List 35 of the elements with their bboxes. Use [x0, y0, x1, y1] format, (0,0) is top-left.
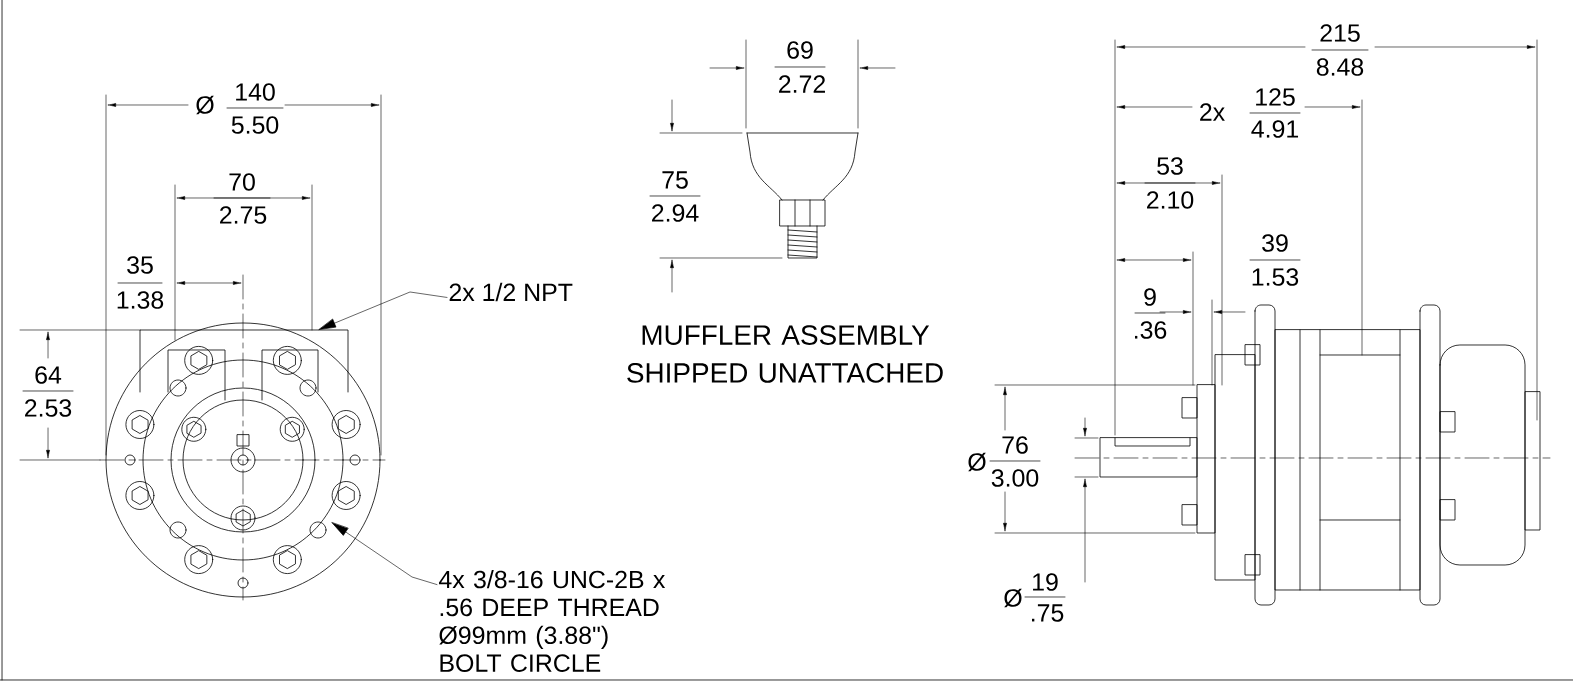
dimension-value: 64	[35, 366, 62, 384]
callout-text: 4x 3/8-16 UNC-2B x .56 DEEP THREAD Ø99mm (3.88") BOLT CIRCLE	[439, 570, 666, 672]
dimension-value: 69	[787, 41, 813, 59]
dimension-value: 35	[127, 256, 153, 274]
dimension-value: 1.53	[1252, 268, 1299, 286]
dimension-value: 125	[1256, 88, 1295, 106]
dimension-value: Ø	[196, 95, 214, 115]
dimension-value: 53	[1157, 157, 1183, 175]
dimension-value: 70	[229, 173, 255, 191]
note-text: MUFFLER ASSEMBLY SHIPPED UNATTACHED	[627, 325, 943, 383]
dimension-value: 2.53	[25, 399, 72, 417]
dimension-value: 2x	[1200, 103, 1225, 121]
dimension-value: 19	[1033, 573, 1058, 591]
dimension-value: 2.75	[220, 206, 267, 224]
leader-line	[318, 291, 448, 330]
dimension-value: 3.00	[991, 469, 1039, 487]
callout-text: 2x 1/2 NPT	[449, 282, 573, 302]
dimension-value: Ø	[1004, 588, 1022, 608]
dimension-value: 76	[1002, 436, 1028, 454]
dimension-value: 2.72	[779, 75, 825, 93]
dimension-value: 8.48	[1316, 58, 1364, 76]
dimension-value: 140	[236, 83, 275, 101]
dimension-value: 4.91	[1251, 120, 1299, 138]
dimension-value: 1.38	[117, 291, 164, 309]
dimension-value: 39	[1262, 234, 1288, 252]
dimension-value: 215	[1320, 24, 1360, 42]
dimension-value: Ø	[968, 452, 986, 472]
dimension-value: 2.94	[652, 204, 699, 222]
dimension-value: .36	[1135, 321, 1167, 339]
dimension-value: 2.10	[1147, 191, 1194, 209]
dimension-value: .75	[1032, 604, 1064, 622]
dimension-value: 75	[662, 171, 688, 189]
dimension-value: 5.50	[231, 116, 279, 134]
leader-line	[331, 522, 438, 585]
dimension-value: 9	[1144, 288, 1156, 306]
